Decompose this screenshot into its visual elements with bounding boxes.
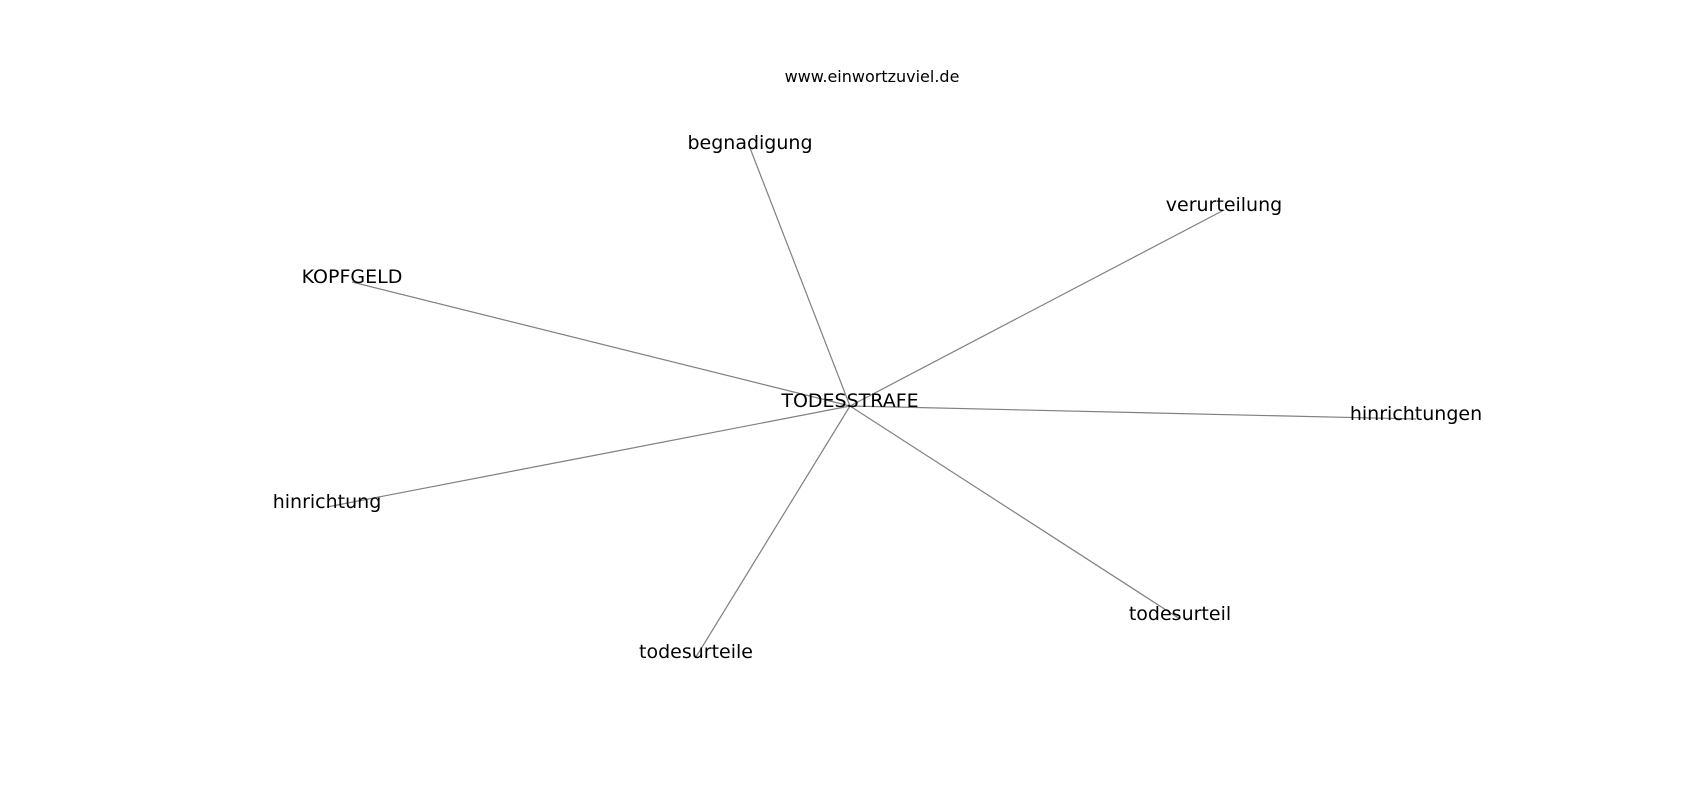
edge-todesstrafe-todesurteil [849,405,1181,620]
node-label-todesurteil: todesurteil [1129,603,1231,625]
node-label-kopfgeld: KOPFGELD [302,266,403,288]
node-label-todesurteile: todesurteile [639,641,753,663]
nodes-layer: TODESSTRAFE begnadigung verurteilungKOPFGE… [273,132,1482,663]
node-label-verurteilung: verurteilung [1166,194,1282,216]
node-label-hinrichtung: hinrichtung [273,491,382,513]
node-label-hinrichtungen: hinrichtungen [1350,403,1482,425]
node-label-todesstrafe: TODESSTRAFE [780,390,918,412]
edge-todesstrafe-hinrichtungen [849,405,1417,420]
node-label-begnadigung: begnadigung [687,132,812,154]
edges-layer [326,147,1417,658]
edge-todesstrafe-hinrichtung [326,405,851,508]
edge-todesstrafe-begnadigung [749,147,851,407]
edge-todesstrafe-kopfgeld [351,281,851,407]
site-url-title: www.einwortzuviel.de [785,67,960,86]
edge-todesstrafe-todesurteile [695,405,851,658]
edge-todesstrafe-verurteilung [849,209,1225,407]
